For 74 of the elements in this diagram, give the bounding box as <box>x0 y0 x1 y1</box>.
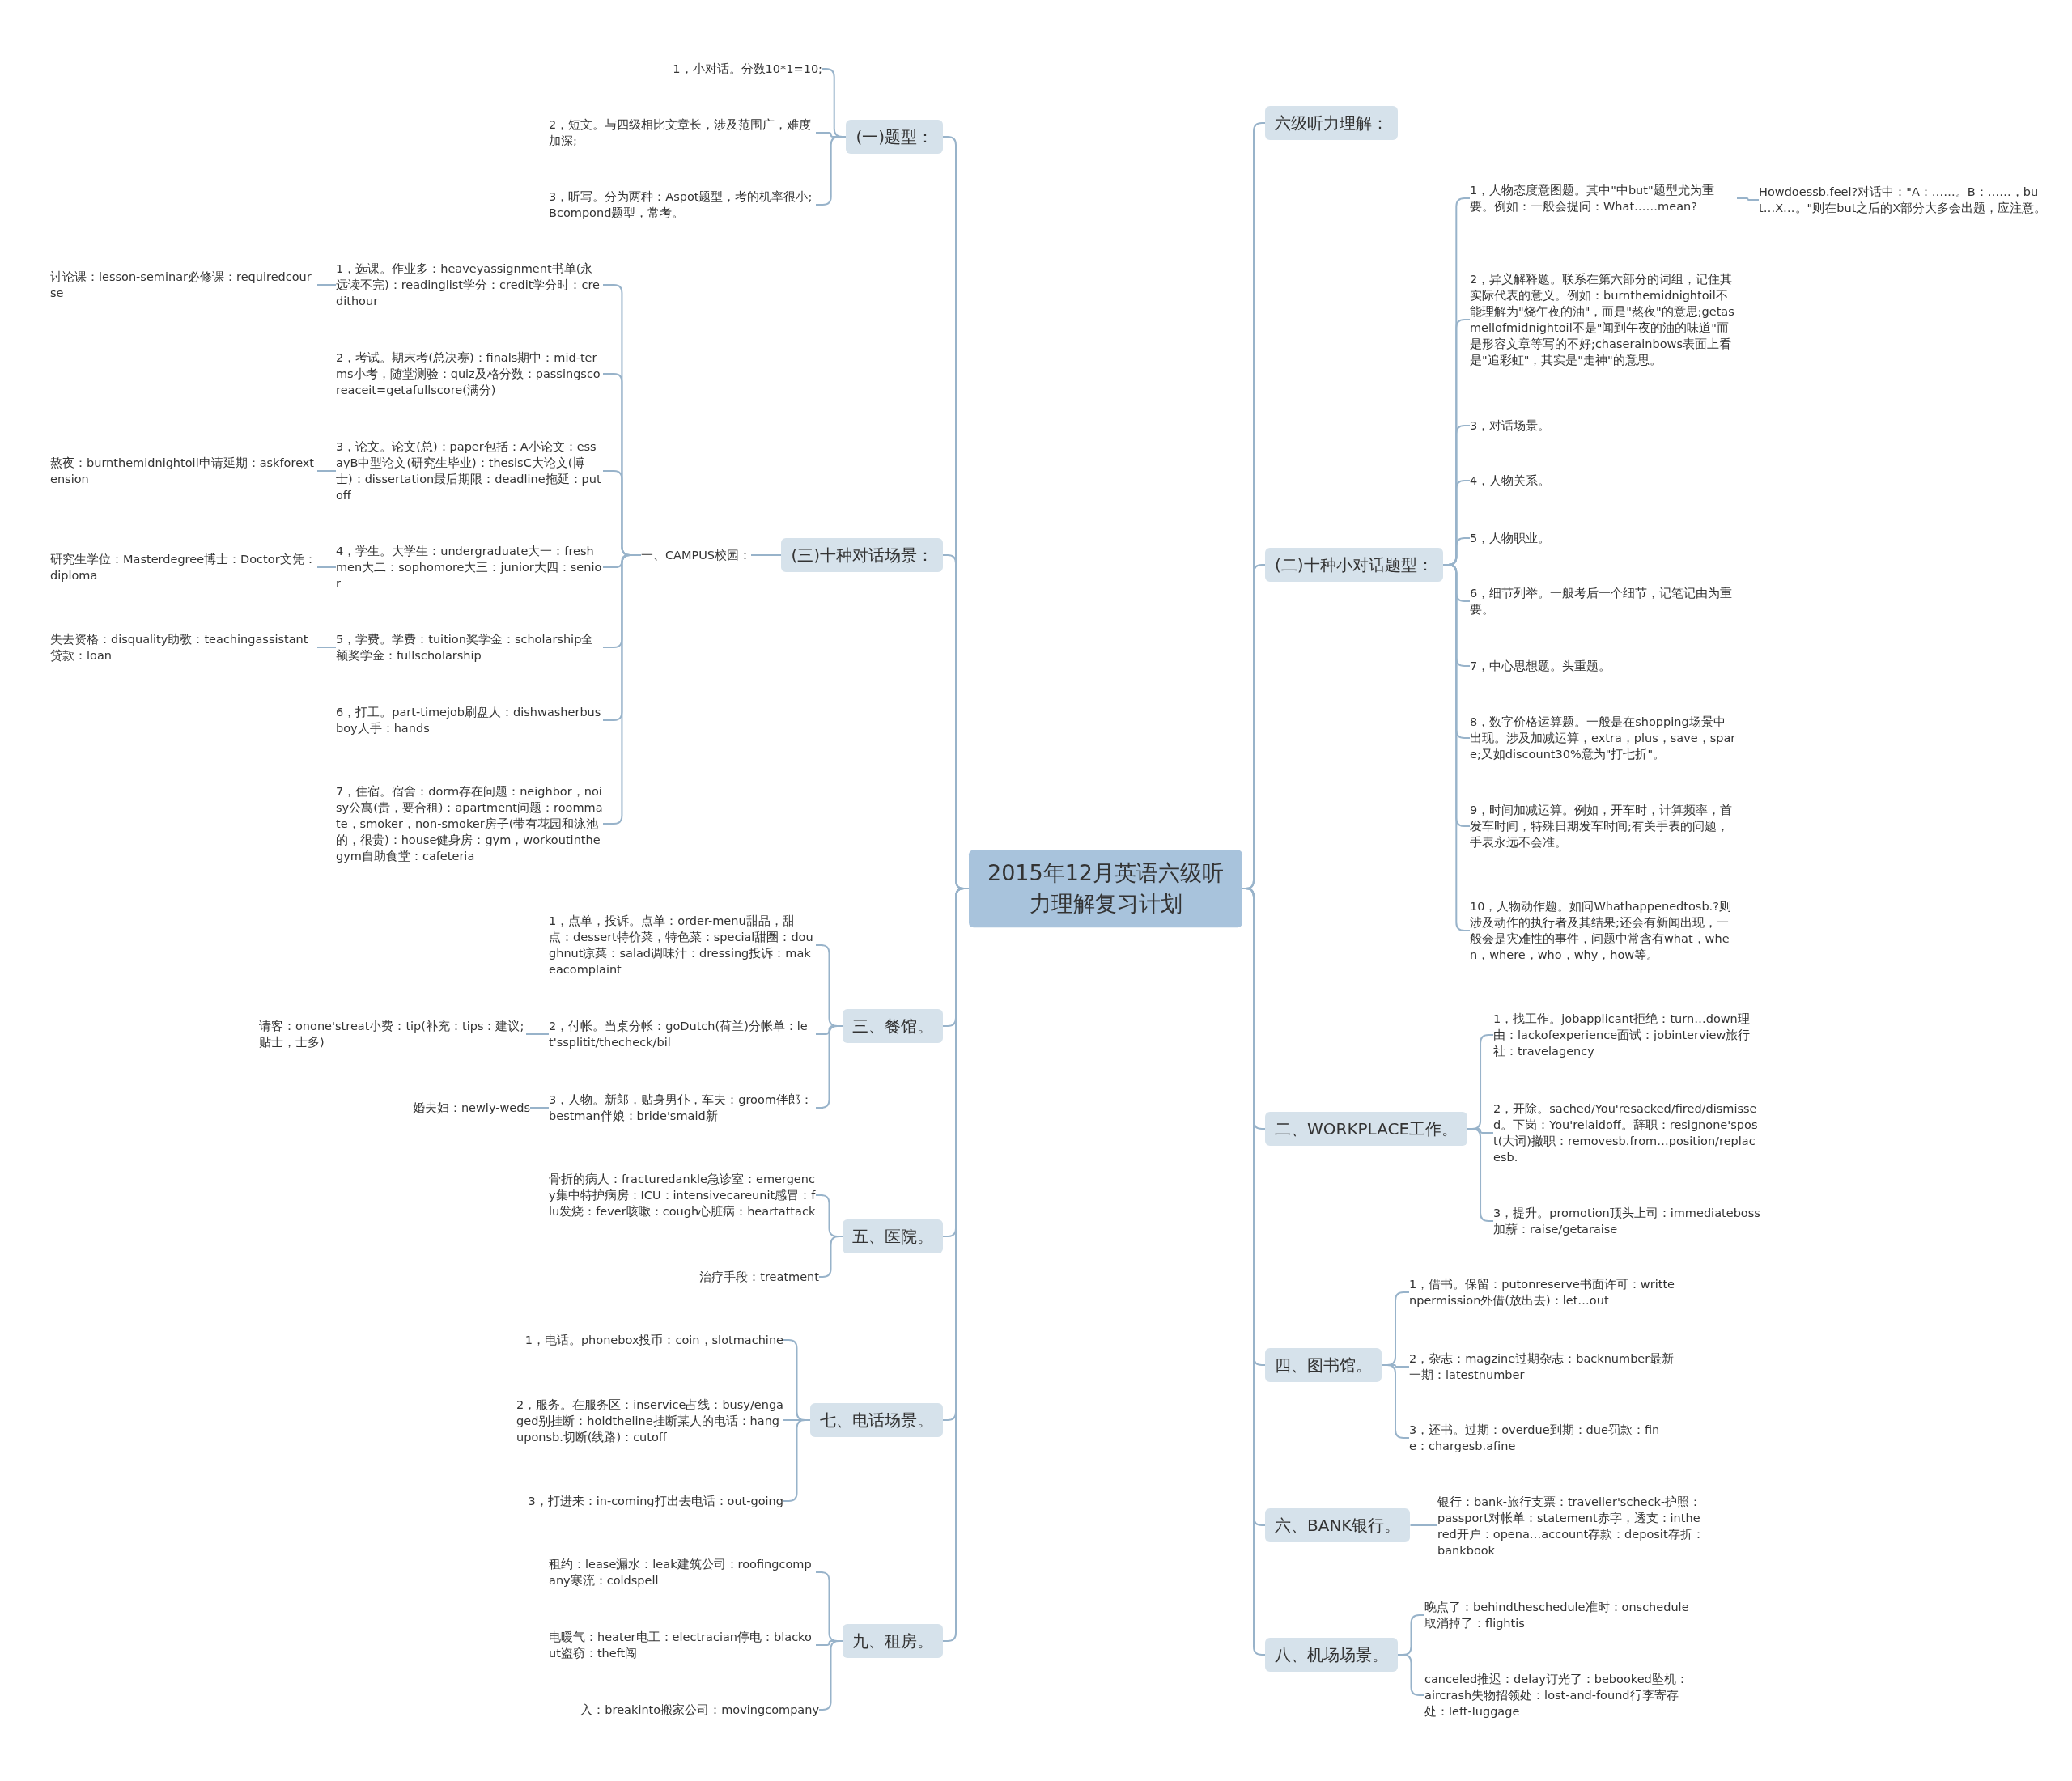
topic-box: 八、机场场景。 <box>1265 1638 1398 1672</box>
note-text: 1，点单，投诉。点单：order-menu甜品，甜点：dessert特价菜，特色菜：special甜圈：doughnut凉菜：salad调味汁：dressing投诉：makeacomplaint <box>549 913 816 977</box>
note-text: 1，选课。作业多：heaveyassignment书单(永远读不完)：readinglist学分：credit学分时：credithour <box>336 261 603 309</box>
note-text: 8，数字价格运算题。一般是在shopping场景中出现。涉及加减运算，extra，plus，save，spare;又如discount30%意为"打七折"。 <box>1470 714 1737 762</box>
note-text: 5，学费。学费：tuition奖学金：scholarship全额奖学金：fullscholarship <box>336 631 603 664</box>
note-text: 4，学生。大学生：undergraduate大一：freshmen大二：sophomore大三：junior大四：senior <box>336 543 603 592</box>
note-text: 失去资格：disquality助教：teachingassistant贷款：loan <box>50 631 317 664</box>
connector-line <box>1409 1524 1438 1526</box>
topic-box: 四、图书馆。 <box>1265 1348 1382 1382</box>
note-text: 1，找工作。jobapplicant拒绝：turn…down理由：lackofexperience面试：jobinterview旅行社：travelagency <box>1493 1011 1760 1059</box>
topic-box: 三、餐馆。 <box>843 1009 943 1043</box>
note-text: 讨论课：lesson-seminar必修课：requiredcourse <box>50 269 317 301</box>
note-text: 请客：onone'streat小费：tip(补充：tips：建议;贴士，士多) <box>259 1018 526 1050</box>
note-text: 3，论文。论文(总)：paper包括：A小论文：essayB中型论文(研究生毕业)：thesisC大论文(博士)：dissertation最后期限：deadline拖延：putoff <box>336 439 603 503</box>
note-text: 7，住宿。宿舍：dorm存在问题：neighbor，noisy公寓(贵，要合租)：apartment问题：roommate，smoker，non-smoker房子(带有花园和泳池的，很贵)：house健身房：gym，workoutinthegym自助食堂：cafeteria <box>336 783 603 864</box>
note-text: 6，打工。part-timejob刷盘人：dishwasherbusboy人手：hands <box>336 704 603 736</box>
note-text: 一、CAMPUS校园： <box>640 547 751 563</box>
connector-line <box>316 470 337 472</box>
note-text: 1，小对话。分数10*1=10; <box>673 61 822 77</box>
note-text: 3，人物。新郎，贴身男仆，车夫：groom伴郎：bestman伴娘：bride'smaid新 <box>549 1092 816 1124</box>
topic-box: 二、WORKPLACE工作。 <box>1265 1112 1468 1146</box>
topic-box: 六、BANK银行。 <box>1265 1508 1411 1542</box>
topic-box: 六级听力理解： <box>1265 106 1398 140</box>
note-text: 3，听写。分为两种：Aspot题型，考的机率很小;Bcompond题型，常考。 <box>549 189 816 221</box>
topic-box: 七、电话场景。 <box>810 1403 943 1437</box>
note-text: 2，服务。在服务区：inservice占线：busy/engaged别挂断：holdtheline挂断某人的电话：hanguponsb.切断(线路)：cutoff <box>516 1397 783 1445</box>
note-text: 晚点了：behindtheschedule准时：onschedule取消掉了：flightis <box>1424 1599 1692 1631</box>
note-text: 3，打进来：in-coming打出去电话：out-going <box>528 1493 783 1509</box>
central-topic-box: 2015年12月英语六级听力理解复习计划 <box>969 850 1242 927</box>
topic-box: (一)题型： <box>846 120 943 154</box>
note-text: 3，对话场景。 <box>1470 418 1551 434</box>
connector-line <box>750 554 783 556</box>
note-text: 入：breakinto搬家公司：movingcompany <box>580 1702 819 1718</box>
connector-line <box>316 647 337 648</box>
note-text: 2，异义解释题。联系在第六部分的词组，记住其实际代表的意义。例如：burnthemidnightoil不能理解为"烧午夜的油"，而是"熬夜"的意思;getasmellofmidnightoil不是"闻到午夜的油的味道"而是形容文章等写的不好;chaserainbows表面上看是"追彩虹"，其实是"走神"的意思。 <box>1470 271 1737 368</box>
connector-line <box>1736 197 1760 201</box>
topic-box: (二)十种小对话题型： <box>1265 548 1443 582</box>
note-text: 10，人物动作题。如问Whathappenedtosb.?则涉及动作的执行者及其结果;还会有新闻出现，一般会是灾难性的事件，问题中常含有what，when，where，who，why，how等。 <box>1470 898 1737 963</box>
connector-line <box>525 1033 550 1035</box>
note-text: 2，开除。sached/You'resacked/fired/dismissed。下岗：You'relaidoff。辞职：resignone'spost(大词)撤职：removesb.from…position/replacesb. <box>1493 1100 1760 1165</box>
note-text: 4，人物关系。 <box>1470 473 1551 489</box>
note-text: 2，短文。与四级相比文章长，涉及范围广，难度加深; <box>549 117 816 149</box>
note-text: 3，提升。promotion顶头上司：immediateboss加薪：raise/getaraise <box>1493 1205 1760 1237</box>
topic-box: 五、医院。 <box>843 1219 943 1253</box>
note-text: 骨折的病人：fracturedankle急诊室：emergency集中特护病房：ICU：intensivecareunit感冒：flu发烧：fever咳嗽：cough心脏病：heartattack <box>549 1171 816 1219</box>
note-text: 婚夫妇：newly-weds <box>412 1100 530 1116</box>
note-text: canceled推迟：delay订光了：bebooked坠机：aircrash失物招领处：lost-and-found行李寄存处：left-luggage <box>1424 1671 1692 1720</box>
note-text: 2，考试。期末考(总决赛)：finals期中：mid-terms小考，随堂测验：quiz及格分数：passingscoreaceit=getafullscore(满分) <box>336 350 603 398</box>
note-text: 电暖气：heater电工：electracian停电：blackout盗窃：theft闯 <box>549 1629 816 1661</box>
note-text: 租约：lease漏水：leak建筑公司：roofingcompany寒流：coldspell <box>549 1556 816 1588</box>
connector-line <box>818 1236 843 1278</box>
note-text: 1，借书。保留：putonreserve书面许可：writtenpermission外借(放出去)：let…out <box>1409 1276 1676 1308</box>
note-text: 银行：bank-旅行支票：traveller'scheck-护照：passport对帐单：statement赤字，透支：inthered开户：opena…account存款：deposit存折：bankbook <box>1437 1494 1705 1558</box>
note-text: 熬夜：burnthemidnightoil申请延期：askforextension <box>50 455 317 487</box>
note-text: 6，细节列举。一般考后一个细节，记笔记由为重要。 <box>1470 585 1737 617</box>
note-text: 7，中心思想题。头重题。 <box>1470 658 1611 674</box>
note-text: 2，杂志：magzine过期杂志：backnumber最新一期：latestnumber <box>1409 1351 1676 1383</box>
connector-line <box>316 284 337 286</box>
note-text: 3，还书。过期：overdue到期：due罚款：fine：chargesb.afine <box>1409 1422 1676 1454</box>
note-text: 5，人物职业。 <box>1470 530 1551 546</box>
note-text: 1，人物态度意图题。其中"中but"题型尤为重要。例如：一般会提问：What……mean? <box>1470 182 1737 214</box>
connector-line <box>1467 1128 1494 1222</box>
note-text: 9，时间加减运算。例如，开车时，计算频率，首发车时间，特殊日期发车时间;有关手表的问题，手表永远不会准。 <box>1470 802 1737 850</box>
note-text: 1，电话。phonebox投币：coin，slotmachine <box>524 1332 783 1348</box>
connector-line <box>815 136 847 206</box>
note-text: 治疗手段：treatment <box>699 1269 819 1285</box>
note-text: 2，付帐。当桌分帐：goDutch(荷兰)分帐单：let'ssplitit/thecheck/bil <box>549 1018 816 1050</box>
connector-line <box>1397 1654 1425 1696</box>
topic-box: 九、租房。 <box>843 1624 943 1658</box>
connector-line <box>316 566 337 568</box>
topic-box: (三)十种对话场景： <box>781 538 943 572</box>
connector-line <box>529 1107 550 1109</box>
note-text: Howdoessb.feel?对话中："A：……。B：……，but…X…。"则在but之后的X部分大多会出题，应注意。 <box>1759 184 2050 216</box>
note-text: 研究生学位：Masterdegree博士：Doctor文凭：diploma <box>50 551 317 583</box>
